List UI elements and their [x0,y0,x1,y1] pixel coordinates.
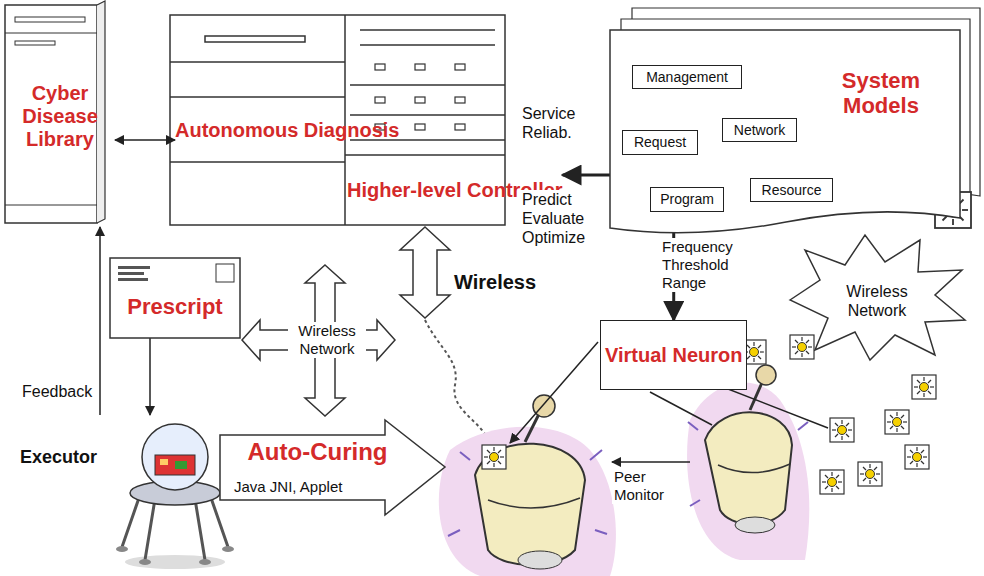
node-label: Autonomous Diagnosis [175,119,399,142]
edge-label: Feedback [20,382,94,401]
text-label: Java JNI, Applet [232,478,344,496]
wireless-double-arrow [400,227,450,318]
wireless-burst [790,235,965,360]
node-label: Executor [20,447,97,468]
node-label: Cyber Disease Library [10,82,110,151]
neuron-box: Virtual Neuron [600,320,747,390]
diagnosis-panel: Autonomous Diagnosis [175,100,399,160]
wireless-signal [425,320,488,440]
node-label: Network [734,122,785,138]
curing-arrow: Auto-Curing [220,420,445,515]
edge-label: Frequency Threshold Range [660,238,764,292]
edge-label: Service Reliab. [520,104,609,142]
process-box: Request [622,130,698,155]
node-label: System Models [816,68,946,119]
curing-arrow-outline [220,420,445,515]
node-label: Prescript [127,294,222,319]
process-box: Network [722,118,797,142]
connector [563,174,610,177]
node-label: Request [634,134,686,150]
process-box: Resource [750,178,833,202]
connector [115,139,175,141]
sensor-icon [742,192,971,494]
text-label: Wireless [452,270,538,294]
process-box: Program [650,187,724,212]
process-box: Management [632,65,742,89]
text-label: Peer Monitor [612,468,678,504]
wireless-cross-arrow [242,265,395,416]
server-tower: Cyber Disease Library [5,5,115,227]
text-label: Predict Evaluate Optimize [520,190,609,248]
node-label: Management [646,69,728,85]
node-label: Auto-Curing [248,438,388,466]
model-page: System Models ManagementRequest NetworkPro… [610,30,960,230]
connector [99,227,101,415]
node-label: Virtual Neuron [605,344,742,367]
executor-robot-outline [15,415,230,570]
text-label: Wireless Network [835,282,919,320]
executor-robot: Executor [15,415,230,570]
robot-figure [687,365,809,560]
leader-line [510,342,828,462]
text-label: Wireless Network [288,322,366,358]
connector [149,338,151,415]
node-label: Program [660,191,714,207]
envelope: Prescript [110,258,240,338]
node-label: Resource [762,182,822,198]
